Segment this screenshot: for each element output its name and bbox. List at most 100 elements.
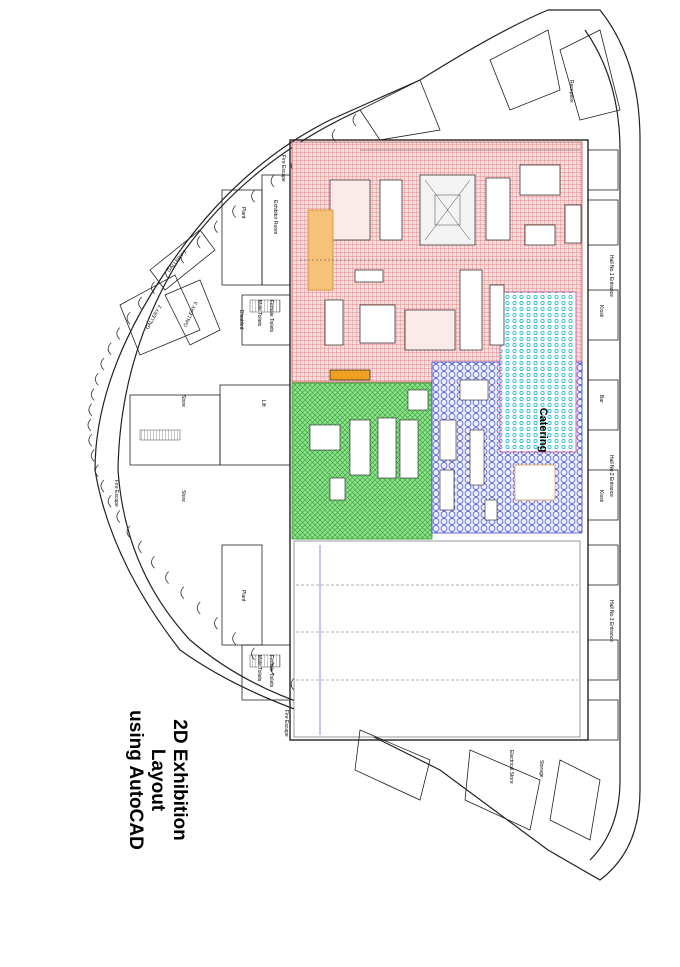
stand — [354, 269, 384, 283]
scallop-mark — [107, 342, 112, 356]
room — [587, 199, 619, 246]
scallop-mark — [138, 540, 142, 554]
stand — [377, 417, 397, 479]
store-label-1: Store — [180, 395, 186, 407]
plant-room-top — [221, 189, 263, 286]
scallop-mark — [352, 113, 357, 127]
stand — [329, 179, 371, 241]
stand — [564, 204, 582, 244]
scallop-mark — [232, 205, 236, 218]
kiosk-label-2: Kiosk — [598, 490, 604, 503]
scallop-mark — [196, 235, 201, 249]
stand — [329, 477, 346, 501]
service-rooms — [129, 174, 291, 701]
lift-core — [219, 384, 291, 466]
scallop-mark — [270, 174, 275, 188]
stand — [459, 379, 489, 401]
scallop-mark — [126, 311, 131, 325]
stand — [439, 469, 455, 511]
stand — [349, 419, 371, 476]
scallop-mark — [116, 510, 121, 523]
scallop-mark — [180, 250, 185, 264]
hall-dividers — [296, 545, 578, 735]
title-line-1: 2D Exhibition Layout — [147, 719, 190, 841]
electrical-store-label: Electrical Store — [508, 750, 514, 784]
red-zone-stands — [307, 164, 582, 381]
catering-seating — [499, 291, 577, 453]
building-outline — [94, 9, 641, 881]
fire-escape-label-2: Fire Escape — [113, 480, 119, 507]
store-label-2: Store — [180, 490, 186, 502]
plant-label-bottom: Plant — [240, 590, 246, 602]
room — [587, 379, 619, 431]
scallop-mark — [90, 449, 95, 462]
disabled-label: Disabled — [238, 310, 244, 330]
reception-label: Reception — [568, 80, 574, 103]
scallop-mark — [94, 464, 99, 478]
stairs-block — [241, 294, 291, 346]
orange-stand — [307, 209, 334, 291]
fire-escape-label-3: Fire Escape — [283, 710, 289, 737]
drawing-title-block: 2D Exhibition Layout using AutoCAD — [125, 690, 190, 870]
right-rooms — [587, 149, 619, 741]
scallop-mark — [180, 586, 185, 600]
red-zone-details — [300, 149, 580, 261]
scallop-mark — [94, 372, 99, 386]
room — [587, 639, 619, 681]
scallop-mark — [196, 601, 201, 615]
scallop-mark — [100, 479, 105, 493]
stand — [514, 464, 556, 501]
scallop-mark — [251, 189, 255, 203]
room — [587, 544, 619, 586]
exhibitor-room-label: Exhibitor Room — [272, 200, 278, 234]
scallop-mark — [126, 525, 131, 539]
hall-entrance-2-label: Hall No.2 Entrance — [608, 455, 614, 497]
scallop-mark — [214, 220, 218, 234]
stand — [309, 424, 341, 451]
scallop-mark — [90, 388, 95, 401]
stairs — [249, 299, 281, 313]
stand — [469, 429, 485, 486]
drawing-title: 2D Exhibition Layout using AutoCAD — [125, 690, 190, 870]
room — [587, 699, 619, 741]
stairs — [139, 429, 181, 441]
empty-hall — [293, 540, 581, 738]
scallop-mark — [88, 403, 93, 417]
female-toilets-label-1: Female Toilets — [268, 300, 274, 333]
stairs — [249, 654, 281, 668]
male-toilets-label-1: Male Toilets — [256, 300, 262, 327]
stand — [404, 309, 456, 351]
scallop-mark — [107, 494, 112, 508]
scallop-mark — [165, 571, 169, 584]
room — [587, 149, 619, 191]
stand — [484, 499, 498, 521]
scallop-mark — [165, 266, 169, 279]
plant-label-top: Plant — [240, 207, 246, 219]
stand — [407, 389, 429, 411]
blue-zone-stands — [439, 379, 556, 521]
stand — [379, 179, 403, 241]
inner-curved-wall — [117, 29, 621, 861]
hall-entrance-3-label: Hall No.3 Entrance — [608, 600, 614, 642]
stand — [489, 284, 505, 346]
scallop-mark — [116, 327, 121, 340]
corridor — [129, 394, 221, 466]
gallery-2-label: GALLERY 2 — [145, 304, 164, 331]
green-zone-stands — [309, 389, 429, 501]
scallop-mark — [87, 418, 92, 432]
storage-label: Storage — [538, 760, 544, 778]
lift-label: Lift — [260, 400, 266, 407]
scallop-mark — [100, 357, 105, 371]
stand — [324, 299, 344, 346]
female-toilets-label-2: Female Toilets — [268, 655, 274, 688]
fire-escape-label-1: Fire Escape — [280, 155, 286, 182]
stand — [399, 419, 419, 479]
stand — [359, 304, 396, 344]
orange-bar — [329, 369, 371, 381]
gallery-1-label: GALLERY 1 — [166, 249, 188, 274]
stand — [459, 269, 483, 351]
scallop-mark — [290, 677, 295, 691]
stand — [485, 177, 511, 241]
